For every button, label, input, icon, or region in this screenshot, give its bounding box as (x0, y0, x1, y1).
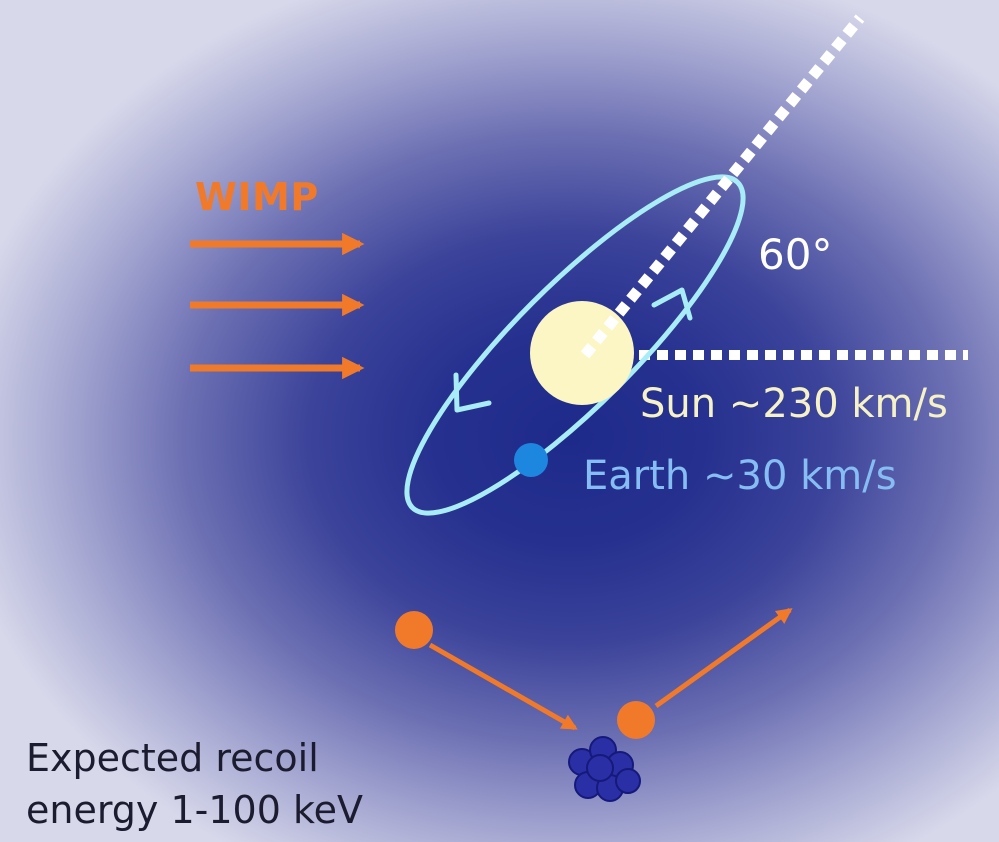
wimp-label: WIMP (195, 175, 319, 219)
sun-circle (530, 301, 634, 405)
incoming-wimp-particle (395, 611, 433, 649)
orbit-direction-chevron (453, 372, 492, 413)
scattered-wimp-particle (617, 701, 655, 739)
incoming-wimp-path-arrow (428, 642, 578, 731)
wimp-flux-arrows (190, 232, 365, 380)
sun-velocity-label: Sun ~230 km/s (640, 381, 948, 427)
inclination-angle-label: 60° (758, 230, 833, 279)
orbit-direction-chevron (651, 287, 693, 321)
earth-velocity-label: Earth ~30 km/s (583, 453, 897, 499)
recoil-energy-caption: Expected recoil energy 1-100 keV (26, 736, 364, 832)
earth-dot (514, 443, 548, 477)
scattered-wimp-path-arrow (654, 607, 793, 709)
inclined-dotted-line (580, 14, 865, 359)
nucleus-cluster (568, 736, 641, 802)
